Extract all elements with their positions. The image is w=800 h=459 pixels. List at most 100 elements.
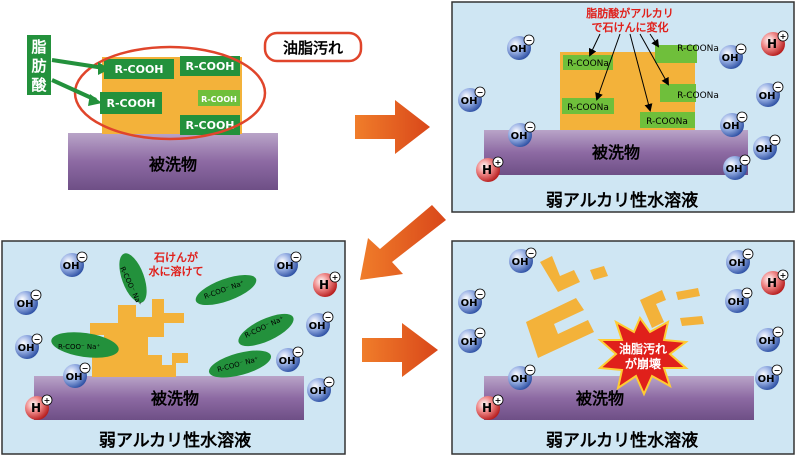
hydroxide-ion: OH−: [276, 346, 304, 372]
soap-molecule-4: [51, 332, 119, 358]
svg-text:H: H: [482, 163, 492, 177]
hydroxide-ion: OH−: [458, 86, 486, 112]
svg-text:H: H: [482, 401, 492, 415]
svg-text:−: −: [82, 364, 89, 373]
fatty-acid-pointer-1-head: [98, 62, 110, 75]
svg-text:−: −: [745, 250, 752, 259]
svg-text:OH: OH: [17, 299, 34, 310]
substrate-1-label: 被洗物: [149, 155, 197, 174]
svg-text:OH: OH: [461, 96, 478, 107]
burst-line-1: 油脂汚れ: [619, 341, 667, 356]
hydroxide-ion: OH−: [274, 251, 302, 277]
oil-fragment-3: [526, 298, 594, 358]
svg-text:−: −: [739, 113, 746, 122]
svg-text:OH: OH: [758, 374, 775, 385]
cooh-label-2: R-COOH: [185, 60, 234, 73]
hydroxide-ion: OH−: [508, 364, 536, 390]
hydroxide-ion: OH−: [509, 247, 537, 273]
reaction-pointer-4: [639, 33, 669, 86]
flow-arrow-diagonal: [360, 205, 446, 280]
svg-text:H: H: [31, 401, 41, 415]
hydrogen-ion: H+: [761, 269, 789, 295]
svg-text:OH: OH: [66, 372, 83, 383]
oil-fragment-4: [640, 290, 666, 328]
svg-text:−: −: [742, 156, 749, 165]
oil-fragment-6: [680, 316, 704, 326]
soap-molecule-5: [208, 350, 272, 378]
svg-text:OH: OH: [309, 321, 326, 332]
svg-text:OH: OH: [310, 386, 327, 397]
reaction-annotation-line-1: 脂肪酸がアルカリ: [585, 6, 674, 20]
cooh-box-4: [198, 90, 240, 106]
coona-box-5: [640, 112, 695, 128]
fatty-acid-char-1: 脂: [31, 38, 46, 56]
svg-text:OH: OH: [461, 337, 478, 348]
svg-text:OH: OH: [18, 343, 35, 354]
panel-2-alkali-reaction: 被洗物 R-COONa R-COONa R-COONa R-COONa R-CO…: [451, 1, 795, 213]
cooh-label-5: R-COOH: [185, 119, 234, 132]
ion-layer: OH−OH−H+OH−OH−OH−OH−OH−H+OH−OH−OH−H+OH−O…: [14, 30, 789, 420]
hydroxide-ion: OH−: [755, 364, 783, 390]
hydrogen-ion: H+: [476, 156, 504, 182]
coona-box-3: [660, 84, 696, 102]
panel-4-stain-breakdown: 被洗物 油脂汚れ が崩壊 弱アルカリ性水溶液: [451, 240, 795, 455]
hydrogen-ion: H+: [25, 394, 53, 420]
svg-text:OH: OH: [512, 257, 529, 268]
svg-text:OH: OH: [63, 261, 80, 272]
svg-text:OH: OH: [277, 261, 294, 272]
svg-text:OH: OH: [722, 53, 739, 64]
hydroxide-ion: OH−: [458, 288, 486, 314]
svg-text:+: +: [332, 273, 339, 282]
reaction-pointer-1: [588, 33, 601, 57]
svg-text:OH: OH: [759, 91, 776, 102]
oil-stain-callout: [263, 31, 363, 63]
cooh-label-1: R-COOH: [114, 63, 163, 76]
soap-label-4: R-COO⁻ Na⁺: [58, 343, 100, 351]
hydroxide-ion: OH−: [726, 248, 754, 274]
panel-4-caption: 弱アルカリ性水溶液: [546, 430, 698, 451]
oil-stain-ellipse: [73, 45, 267, 141]
oil-fragment-2: [590, 266, 608, 280]
soap-molecule-3: [238, 313, 294, 347]
hydroxide-ion: OH−: [60, 251, 88, 277]
fatty-acid-label-box: [27, 35, 51, 95]
reaction-pointer-3: [629, 33, 653, 112]
svg-text:−: −: [477, 329, 484, 338]
hydroxide-ion: OH−: [756, 326, 784, 352]
hydrogen-ion: H+: [761, 30, 789, 56]
svg-text:−: −: [526, 36, 533, 45]
svg-text:OH: OH: [729, 258, 746, 269]
oil-stain-callout-text: 油脂汚れ: [283, 39, 343, 57]
panel-2-caption: 弱アルカリ性水溶液: [546, 190, 698, 211]
soap-molecule-1: [119, 253, 147, 303]
coona-box-2: [655, 45, 697, 63]
svg-text:−: −: [772, 136, 779, 145]
svg-text:−: −: [293, 253, 300, 262]
svg-text:−: −: [527, 366, 534, 375]
hydroxide-ion: OH−: [723, 154, 751, 180]
svg-text:+: +: [44, 396, 51, 405]
svg-text:OH: OH: [511, 374, 528, 385]
collapse-burst: [597, 315, 689, 397]
svg-text:H: H: [767, 37, 777, 51]
svg-text:−: −: [295, 348, 302, 357]
svg-text:+: +: [495, 396, 502, 405]
oil-remnant-3: [90, 299, 188, 377]
svg-text:OH: OH: [756, 144, 773, 155]
coona-box-4: [562, 98, 614, 114]
burst-line-2: が崩壊: [625, 356, 662, 371]
cooh-box-3: [100, 92, 162, 114]
svg-text:−: −: [775, 83, 782, 92]
hydroxide-ion: OH−: [63, 362, 91, 388]
reaction-pointer-5: [649, 33, 660, 48]
svg-text:H: H: [319, 278, 329, 292]
svg-text:H: H: [767, 276, 777, 290]
cooh-box-1: [104, 59, 174, 79]
svg-text:−: −: [528, 249, 535, 258]
svg-text:−: −: [477, 88, 484, 97]
cooh-label-4: R-COOH: [201, 95, 237, 104]
hydrogen-ion: H+: [476, 394, 504, 420]
substrate-1: [68, 133, 278, 190]
fatty-acid-pointer-2: [51, 78, 97, 102]
fatty-acid-char-3: 酸: [31, 76, 47, 94]
